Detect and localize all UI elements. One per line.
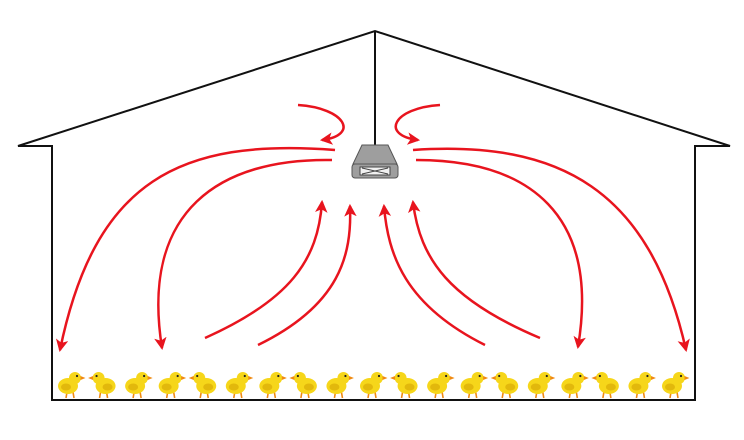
airflow-arrow-up-right-inner <box>378 203 486 347</box>
chick-icon <box>390 372 418 399</box>
airflow-arrows <box>55 103 690 353</box>
airflow-arrow-up-right-outer <box>408 199 541 340</box>
chick-icon <box>125 372 153 399</box>
chick-icon <box>360 372 388 399</box>
ceiling-fan-icon <box>351 144 399 179</box>
chick-icon <box>259 372 287 399</box>
chick-icon <box>188 372 217 399</box>
chick-icon <box>427 372 455 399</box>
airflow-arrow-inner-right <box>415 158 586 350</box>
chick-icon <box>58 372 86 399</box>
chick-row <box>58 372 690 399</box>
airflow-arrow-top-right <box>394 103 441 145</box>
chick-icon <box>561 372 589 399</box>
chick-icon <box>225 372 254 399</box>
airflow-arrow-top-left <box>297 103 345 145</box>
airflow-arrow-inner-left <box>154 158 333 351</box>
chick-icon <box>591 372 619 399</box>
chick-icon <box>662 372 690 399</box>
airflow-arrow-up-left-outer <box>204 199 328 340</box>
chick-icon <box>490 372 519 399</box>
chick-icon <box>527 372 556 399</box>
chick-icon <box>326 372 354 399</box>
chick-icon <box>289 372 317 399</box>
airflow-arrow-outer-right <box>412 147 690 353</box>
barn-outline <box>17 29 731 401</box>
chick-icon <box>628 372 656 399</box>
chick-icon <box>88 372 116 399</box>
airflow-arrow-up-left-inner <box>257 203 357 347</box>
chick-icon <box>460 372 489 399</box>
airflow-arrow-outer-left <box>55 146 336 353</box>
chick-icon <box>158 372 187 399</box>
